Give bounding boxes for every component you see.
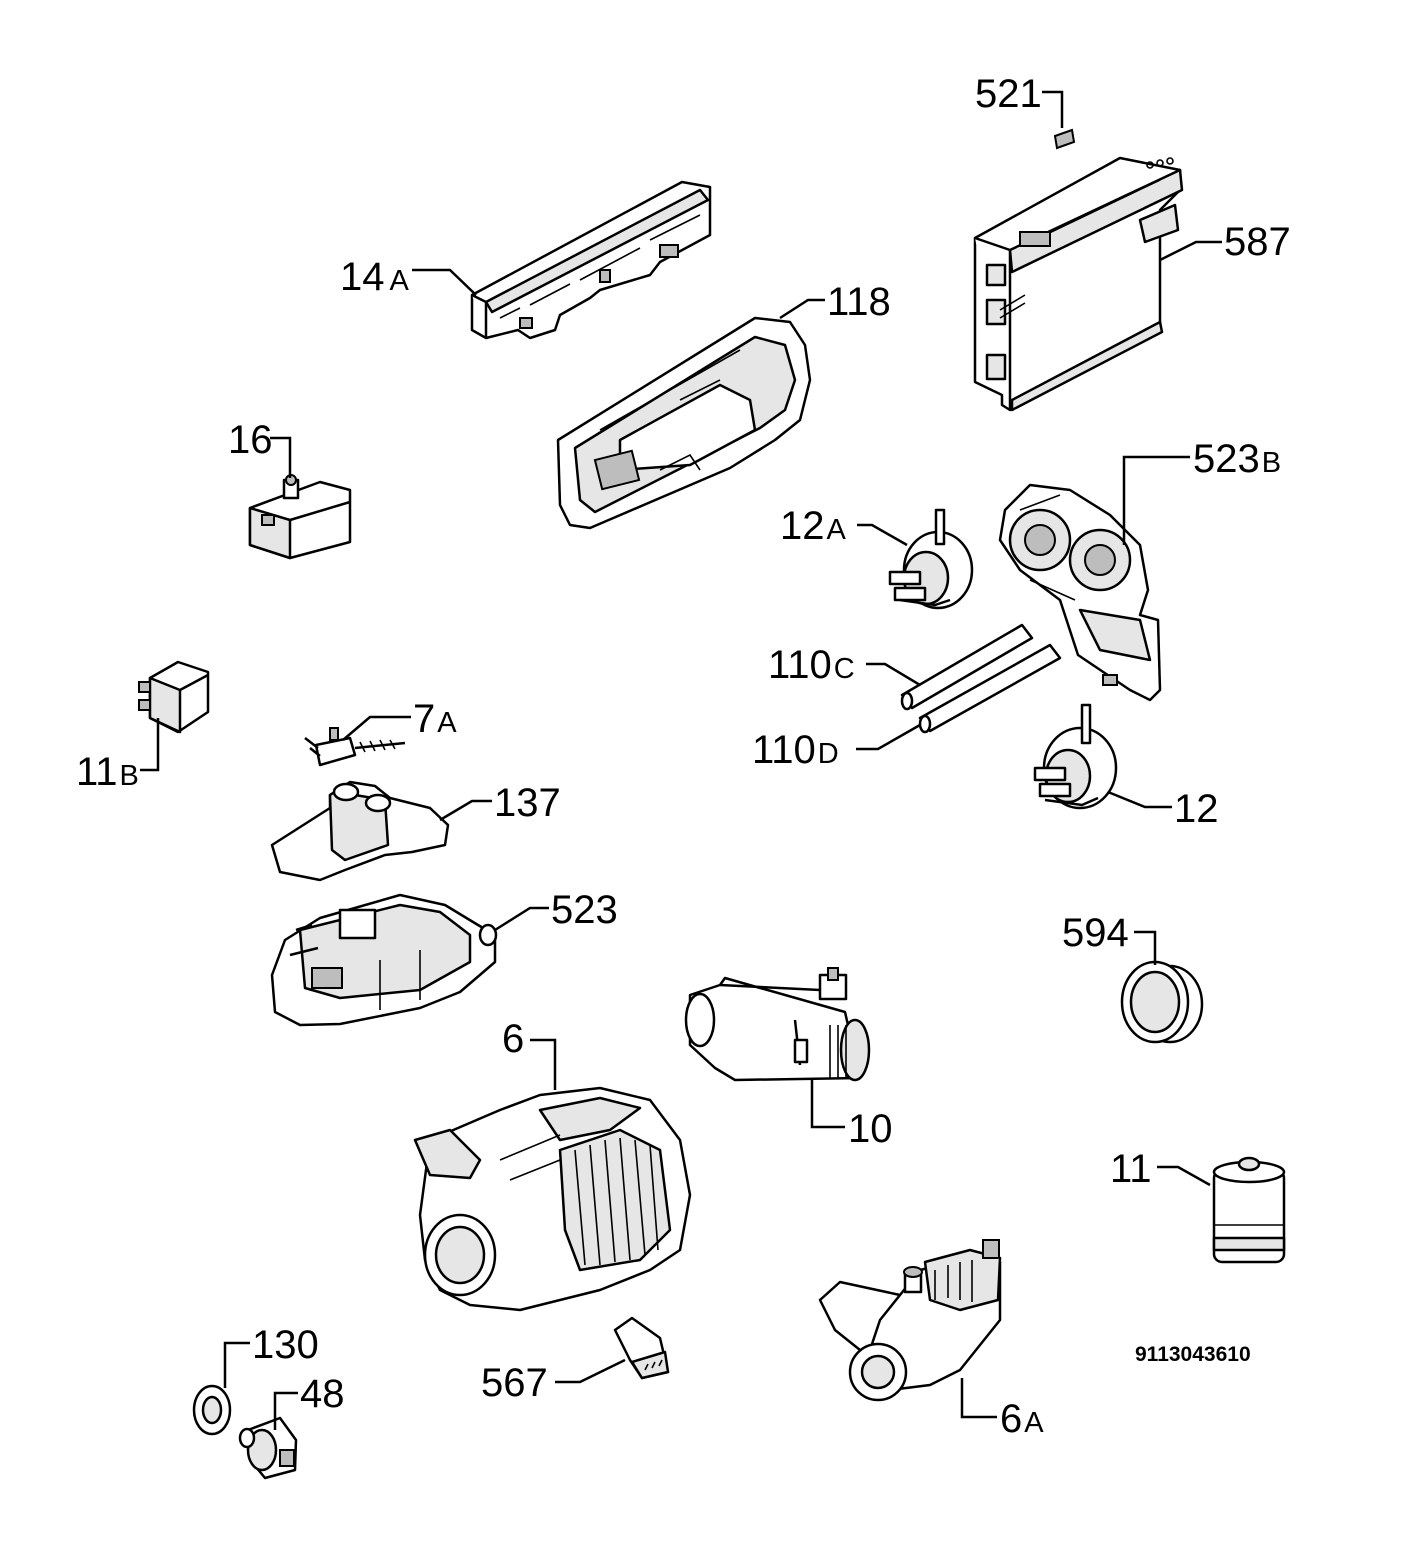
part-7a-sensor[interactable] — [304, 727, 406, 767]
label-521: 521 — [975, 72, 1042, 116]
part-12-pressure-switch[interactable] — [1033, 703, 1118, 810]
label-523: 523 — [551, 888, 618, 932]
label-7a: 7A — [413, 697, 457, 741]
part-110c-hose[interactable] — [900, 623, 1034, 711]
part-523b-dispenser[interactable] — [998, 483, 1162, 702]
label-11b: 11B — [76, 750, 139, 794]
part-587-control-module[interactable] — [973, 156, 1184, 412]
label-12: 12 — [1174, 787, 1219, 831]
label-48: 48 — [300, 1372, 345, 1416]
part-110d-hose[interactable] — [918, 643, 1062, 734]
label-6: 6 — [502, 1017, 524, 1061]
part-14a-switch-bar[interactable] — [470, 180, 712, 340]
part-6-circulation-pump[interactable] — [413, 1086, 692, 1312]
label-118: 118 — [827, 280, 891, 324]
part-594-cap[interactable] — [1120, 960, 1204, 1044]
leader-lines — [140, 90, 1222, 1430]
label-137: 137 — [494, 781, 561, 825]
part-6a-drain-pump[interactable] — [818, 1239, 1002, 1402]
label-10: 10 — [848, 1107, 893, 1151]
label-594: 594 — [1062, 911, 1129, 955]
part-11b-relay[interactable] — [138, 660, 210, 734]
part-11-capacitor[interactable] — [1212, 1156, 1286, 1264]
label-16: 16 — [228, 418, 273, 462]
part-567-clip[interactable] — [613, 1316, 670, 1380]
label-110c: 110C — [768, 643, 855, 687]
part-521-connector[interactable] — [1053, 128, 1076, 150]
part-48-plug[interactable] — [238, 1416, 298, 1480]
diagram-code: 9113043610 — [1135, 1343, 1251, 1366]
label-6a: 6A — [1000, 1397, 1044, 1441]
part-523-tray[interactable] — [270, 893, 498, 1027]
label-11: 11 — [1110, 1147, 1152, 1191]
label-110d: 110D — [752, 728, 839, 772]
part-130-gasket[interactable] — [192, 1384, 232, 1436]
label-523b: 523B — [1193, 437, 1281, 481]
label-587: 587 — [1224, 220, 1291, 264]
part-10-heater[interactable] — [684, 967, 871, 1082]
part-16-door-switch[interactable] — [248, 474, 352, 560]
label-12a: 12A — [780, 504, 847, 548]
part-137-cover[interactable] — [270, 780, 450, 882]
part-12a-pressure-switch[interactable] — [888, 508, 974, 610]
label-130: 130 — [252, 1323, 319, 1367]
part-118-panel-housing[interactable] — [556, 316, 812, 530]
label-567: 567 — [481, 1361, 548, 1405]
